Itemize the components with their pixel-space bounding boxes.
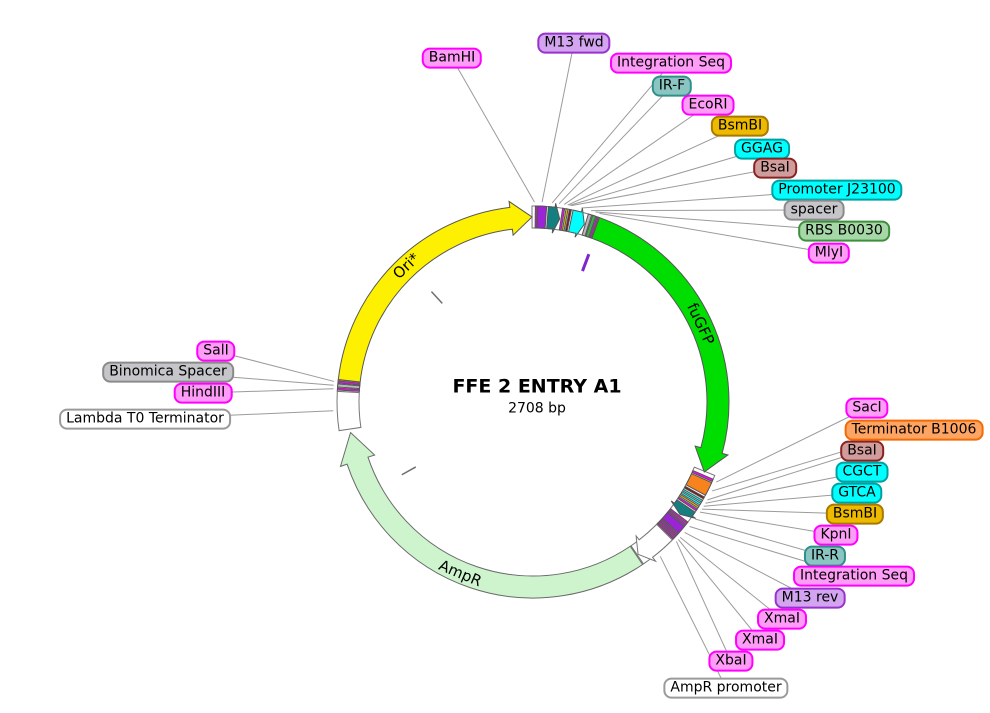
inner-tick-mark <box>581 253 591 272</box>
feature-label-kpni[interactable]: KpnI <box>813 524 859 546</box>
feature-bsmbi-site-2[interactable] <box>678 493 700 509</box>
feature-label-bsai[interactable]: BsaI <box>840 440 884 462</box>
leader-line <box>675 541 732 662</box>
feature-ir-r[interactable] <box>670 499 696 519</box>
feature-kpni-site[interactable] <box>677 496 698 512</box>
feature-cgct-site[interactable] <box>681 488 704 503</box>
feature-label-bamhi[interactable]: BamHI <box>421 47 483 69</box>
leader-line <box>699 511 837 536</box>
feature-m13-fwd[interactable] <box>536 205 548 229</box>
feature-label-lambda-t0-terminator[interactable]: Lambda T0 Terminator <box>59 408 231 430</box>
plasmid-name: FFE 2 ENTRY A1 <box>452 375 622 398</box>
leader-line <box>591 209 815 212</box>
features-group <box>336 200 730 599</box>
feature-integration-seq-a[interactable] <box>668 507 689 525</box>
plasmid-size-bp: 2708 bp <box>508 400 566 417</box>
inner-tick-mark <box>401 466 417 476</box>
feature-bsmbi-site[interactable] <box>561 208 569 232</box>
feature-binomica-spacer[interactable] <box>337 383 361 390</box>
feature-label-xmai[interactable]: XmaI <box>757 608 807 630</box>
feature-terminator-b1006[interactable] <box>685 472 713 496</box>
feature-label-saci[interactable]: SacI <box>845 397 889 419</box>
leader-line <box>541 42 575 203</box>
leader-line <box>707 450 863 501</box>
feature-lambda-t0-terminator[interactable] <box>336 390 362 432</box>
feature-label-ecori[interactable]: EcoRI <box>681 94 735 116</box>
feature-promoter-j23100[interactable] <box>567 208 585 238</box>
feature-label-m13-rev[interactable]: M13 rev <box>774 587 846 609</box>
leader-line <box>684 531 811 599</box>
feature-label-ggag[interactable]: GGAG <box>734 138 790 160</box>
plasmid-title-block: FFE 2 ENTRY A1 2708 bp <box>452 376 621 417</box>
feature-gtca-site[interactable] <box>680 491 702 506</box>
feature-ir-f[interactable] <box>546 203 561 234</box>
feature-label-ampr-promoter[interactable]: AmpR promoter <box>663 677 789 699</box>
feature-ampr[interactable] <box>339 431 644 599</box>
feature-bamhi-site[interactable] <box>534 205 538 229</box>
feature-label-bsmbi[interactable]: BsmBI <box>710 115 770 137</box>
feature-integration-seq-b[interactable] <box>667 509 687 527</box>
feature-xmai-site-1[interactable] <box>659 518 679 536</box>
feature-label-gtca[interactable]: GTCA <box>831 482 883 504</box>
leader-line <box>558 85 673 205</box>
feature-bsai-site-2[interactable] <box>683 485 706 500</box>
feature-label-spacer[interactable]: spacer <box>783 199 845 221</box>
feature-saci-site[interactable] <box>691 469 714 483</box>
leader-line <box>551 62 672 204</box>
feature-label-integration-seq[interactable]: Integration Seq <box>610 52 732 74</box>
feature-rbs-b0030[interactable] <box>585 214 597 238</box>
leader-line <box>599 212 830 254</box>
feature-label-xmai[interactable]: XmaI <box>735 629 785 651</box>
feature-label-cgct[interactable]: CGCT <box>835 461 889 483</box>
feature-spacer[interactable] <box>581 213 593 237</box>
leader-line <box>716 407 868 483</box>
feature-ecori-site[interactable] <box>558 207 566 231</box>
feature-label-binomica-spacer[interactable]: Binomica Spacer <box>102 361 234 383</box>
feature-xbai-site[interactable] <box>656 521 675 540</box>
feature-label-ir-r[interactable]: IR-R <box>803 545 847 567</box>
leader-line <box>677 539 761 641</box>
feature-label-bsai[interactable]: BsaI <box>753 157 797 179</box>
feature-label-ir-f[interactable]: IR-F <box>651 75 693 97</box>
feature-ampr-promoter[interactable] <box>635 523 674 563</box>
feature-mlyi-site[interactable] <box>589 216 600 239</box>
feature-label-sali[interactable]: SalI <box>196 340 236 362</box>
feature-bsai-site[interactable] <box>564 208 572 232</box>
feature-label-xbai[interactable]: XbaI <box>708 650 754 672</box>
inner-tick-mark <box>430 291 443 304</box>
feature-ori-[interactable] <box>337 200 533 383</box>
feature-m13-rev[interactable] <box>661 511 686 534</box>
leader-line <box>215 350 335 382</box>
tick-marks-group <box>401 253 591 476</box>
feature-sali-site[interactable] <box>337 380 361 386</box>
leader-line <box>569 148 763 206</box>
feature-label-mlyi[interactable]: MlyI <box>807 242 851 264</box>
leader-line <box>567 125 741 206</box>
leader-line <box>571 167 776 207</box>
feature-label-rbs-b0030[interactable]: RBS B0030 <box>798 220 890 242</box>
leader-line <box>451 57 535 203</box>
feature-label-promoter-j23100[interactable]: Promoter J23100 <box>771 179 903 201</box>
feature-xmai-site-2[interactable] <box>658 520 677 538</box>
feature-label-integration-seq[interactable]: Integration Seq <box>793 565 915 587</box>
feature-fugfp[interactable] <box>591 216 730 473</box>
feature-label-bsmbi[interactable]: BsmBI <box>825 503 885 525</box>
leader-line <box>695 518 826 557</box>
leader-line <box>564 104 709 205</box>
feature-hindiii-site[interactable] <box>336 387 360 392</box>
feature-label-hindiii[interactable]: HindIII <box>173 382 233 404</box>
feature-label-m13-fwd[interactable]: M13 fwd <box>537 32 611 54</box>
leader-line <box>679 536 783 620</box>
feature-label-terminator-b1006[interactable]: Terminator B1006 <box>844 419 984 441</box>
